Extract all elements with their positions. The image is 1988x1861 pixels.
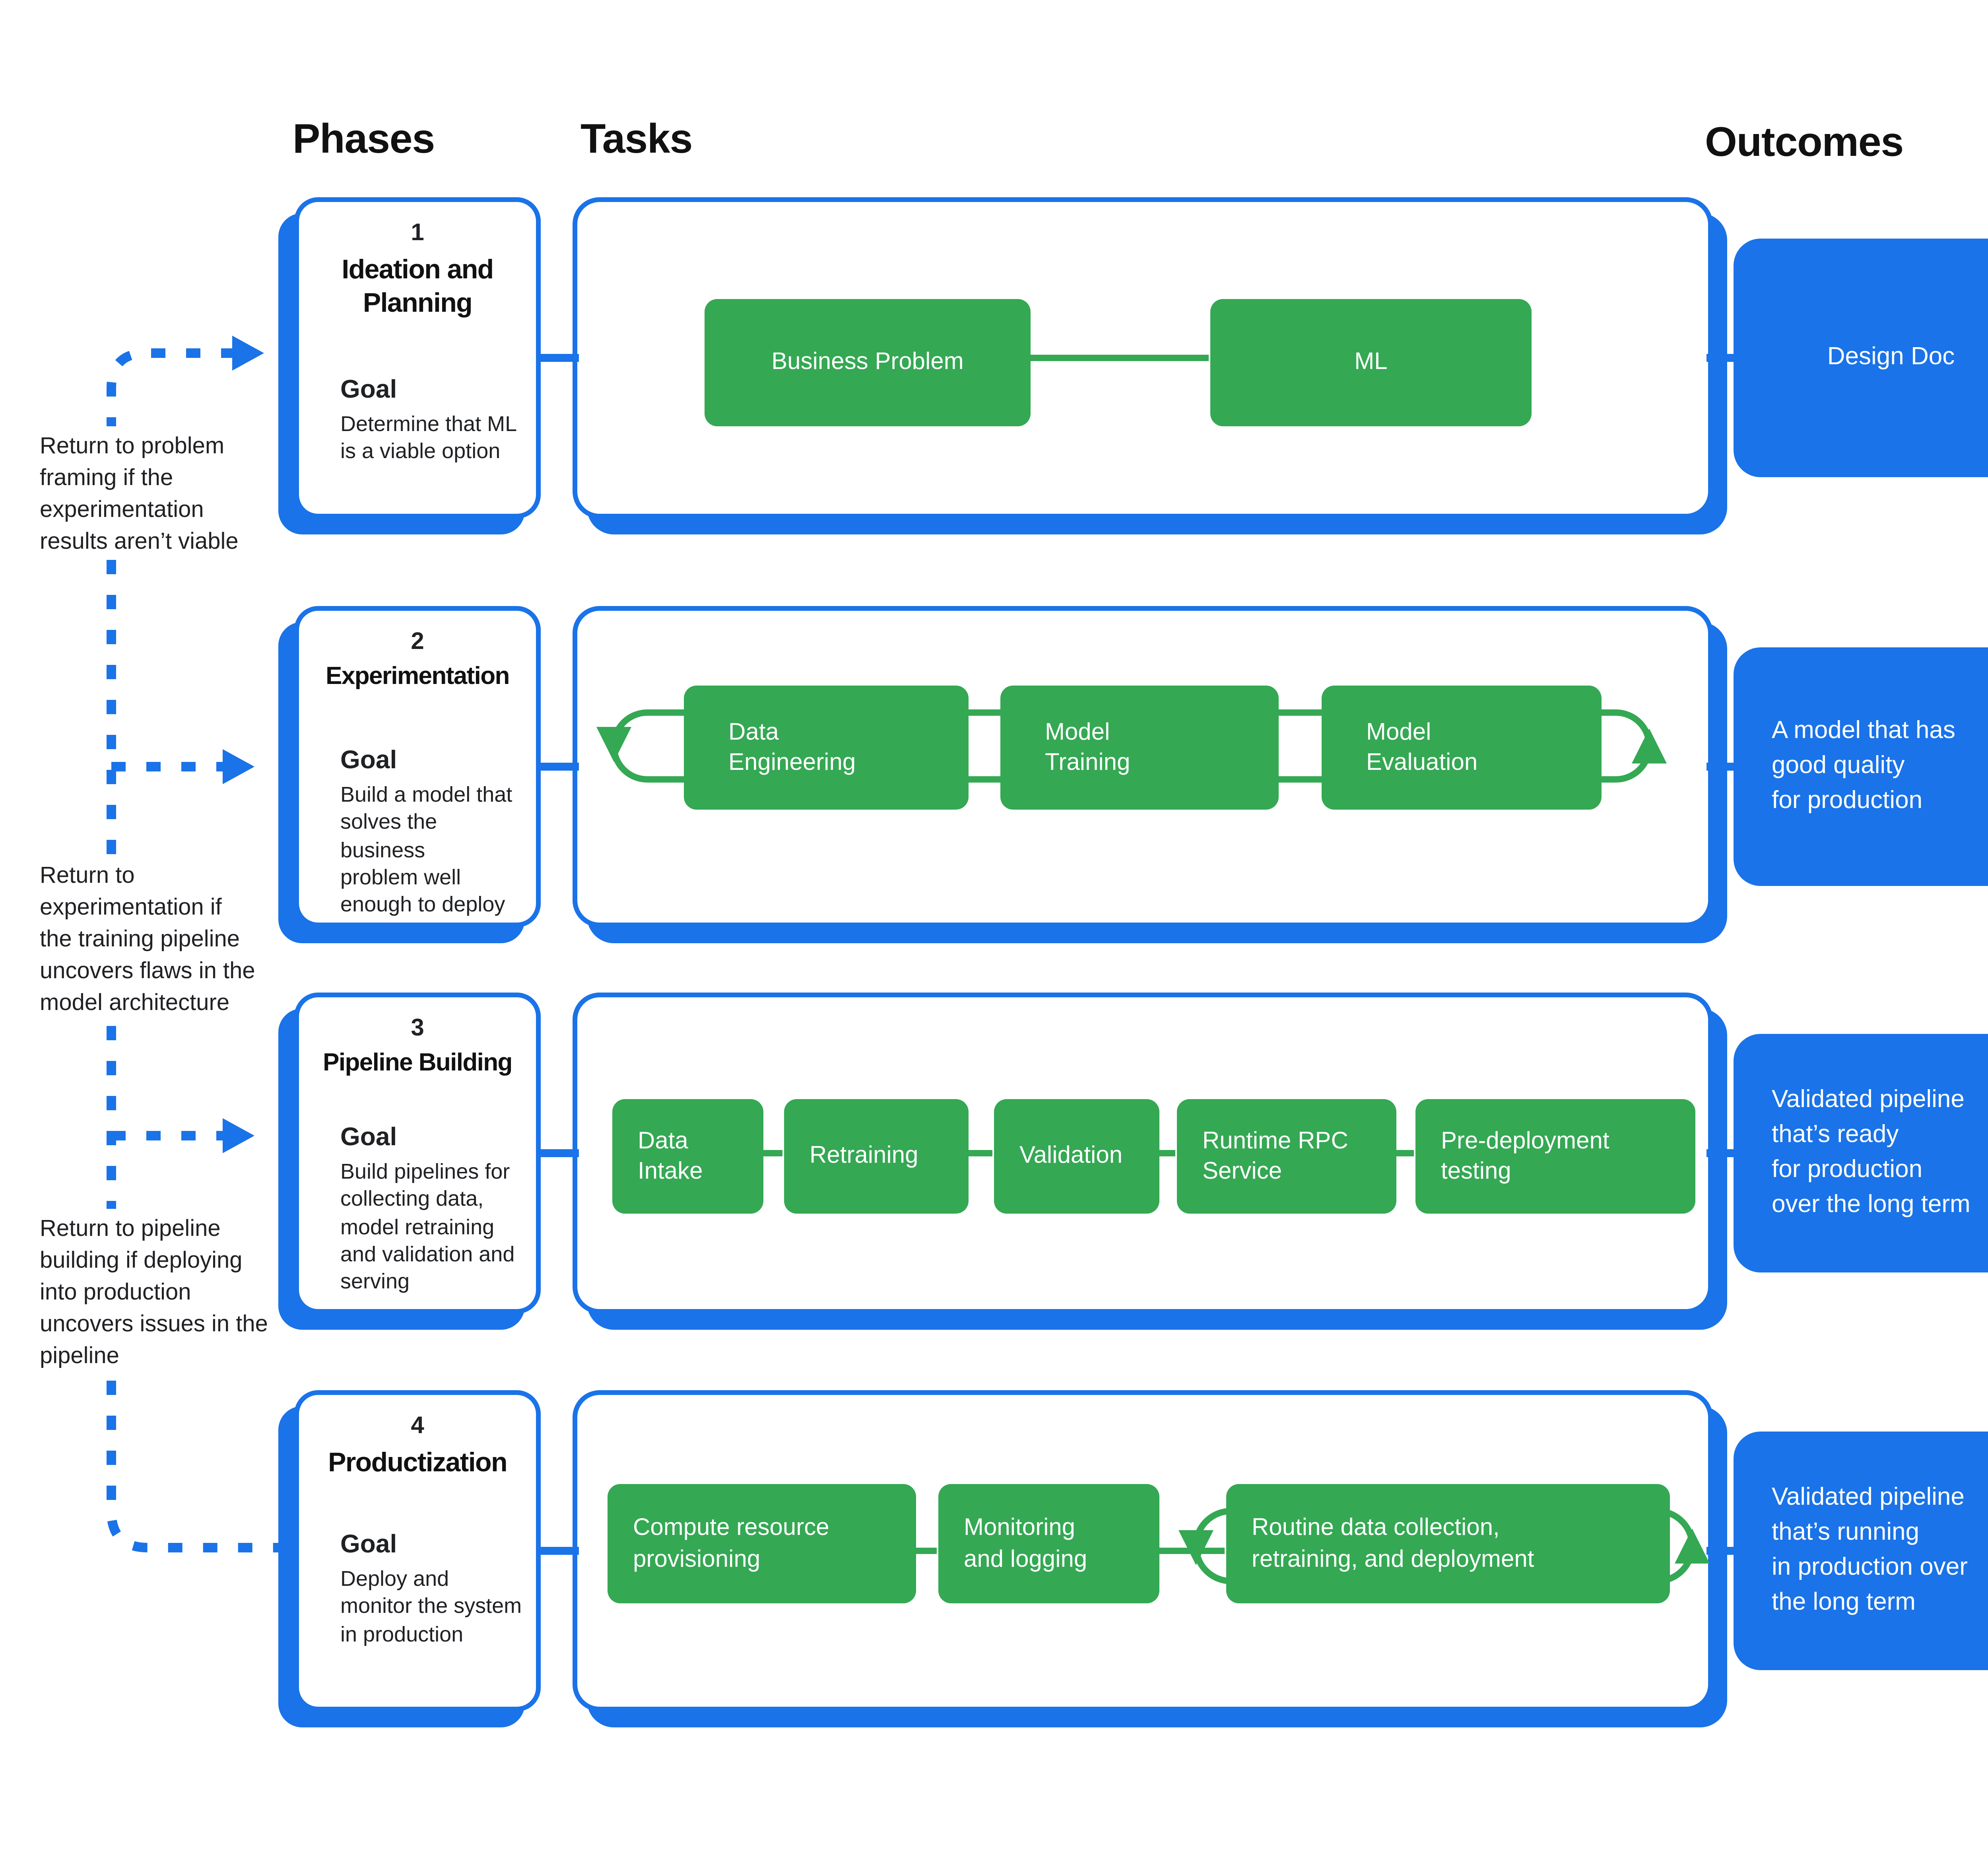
outcome-design-doc: Design Doc [1734, 239, 1988, 477]
goal-label: Goal [340, 748, 397, 775]
feedback-left-top [107, 348, 235, 426]
goal-label: Goal [340, 1125, 397, 1152]
task-label: Runtime RPC Service [1202, 1127, 1348, 1185]
task-model-evaluation: Model Evaluation [1322, 686, 1602, 810]
outcome-good-quality-model: A model that has good quality for produc… [1734, 647, 1988, 886]
tasks-panel-productization: Compute resource provisioning Monitoring… [573, 1390, 1713, 1711]
column-header-phases: Phases [293, 115, 435, 162]
task-label: Compute resource provisioning [633, 1514, 829, 1572]
task-label: Data Intake [638, 1127, 703, 1185]
goal-text: Build a model that solves the business p… [340, 783, 513, 917]
phase-card-productization: 4 Productization Goal Deploy and monitor… [294, 1390, 541, 1711]
task-ml: ML [1210, 299, 1532, 426]
tasks-panel-pipeline-building: Data Intake Retraining Validation Runtim… [573, 993, 1713, 1314]
task-data-intake: Data Intake [612, 1099, 763, 1214]
task-label: Routine data collection, retraining, and… [1252, 1514, 1534, 1572]
task-monitoring-and-logging: Monitoring and logging [938, 1484, 1159, 1603]
outcome-text: Validated pipeline that’s ready for prod… [1772, 1086, 1971, 1218]
task-label: Business Problem [771, 349, 964, 376]
feedback-left-bottom [107, 1381, 280, 1552]
row-connector-lines [528, 354, 1743, 1555]
goal-text: Determine that ML is a viable option [340, 412, 517, 464]
task-label: Retraining [810, 1142, 918, 1169]
goal-label: Goal [340, 1532, 397, 1559]
phase-number: 3 [411, 1015, 424, 1042]
goal-block: Goal Determine that ML is a viable optio… [340, 377, 523, 465]
task-connector-lines [759, 355, 1414, 1554]
phase-number: 2 [411, 628, 424, 655]
outcome-text: Design Doc [1827, 344, 1955, 371]
feedback-dashed-paths [107, 348, 280, 1552]
phase-number: 1 [411, 220, 424, 247]
column-header-outcomes: Outcomes [1705, 118, 1904, 165]
goal-text: Build pipelines for collecting data, mod… [340, 1160, 515, 1294]
task-data-engineering: Data Engineering [684, 686, 969, 810]
task-label: ML [1354, 349, 1388, 376]
goal-text: Deploy and monitor the system in product… [340, 1567, 522, 1646]
goal-label: Goal [340, 377, 397, 404]
task-business-problem: Business Problem [705, 299, 1031, 426]
task-retraining: Retraining [784, 1099, 969, 1214]
phase-title: Productization [328, 1447, 507, 1478]
phase-card-pipeline-building: 3 Pipeline Building Goal Build pipelines… [294, 993, 541, 1314]
outcome-validated-pipeline-ready: Validated pipeline that’s ready for prod… [1734, 1034, 1988, 1272]
task-label: Pre-deployment testing [1441, 1127, 1609, 1185]
task-routine-data-collection: Routine data collection, retraining, and… [1226, 1484, 1670, 1603]
task-compute-resource-provisioning: Compute resource provisioning [608, 1484, 916, 1603]
task-validation: Validation [994, 1099, 1159, 1214]
phase-title: Ideation and Planning [342, 254, 494, 318]
task-label: Model Evaluation [1366, 718, 1478, 776]
outcome-validated-pipeline-running: Validated pipeline that’s running in pro… [1734, 1432, 1988, 1670]
task-runtime-rpc-service: Runtime RPC Service [1177, 1099, 1396, 1214]
goal-block: Goal Deploy and monitor the system in pr… [340, 1532, 523, 1647]
arrowhead-right-icon [232, 336, 264, 371]
outcome-text: Validated pipeline that’s running in pro… [1772, 1484, 1968, 1616]
goal-block: Goal Build pipelines for collecting data… [340, 1125, 523, 1295]
task-pre-deployment-testing: Pre-deployment testing [1415, 1099, 1695, 1214]
goal-block: Goal Build a model that solves the busin… [340, 748, 523, 918]
arrowhead-right-icon [223, 1118, 254, 1153]
arrowhead-right-icon [223, 749, 254, 784]
task-label: Validation [1019, 1142, 1123, 1169]
tasks-panel-experimentation: Data Engineering Model Training Model Ev… [573, 606, 1713, 927]
phase-card-ideation: 1 Ideation and Planning Goal Determine t… [294, 197, 541, 519]
task-label: Data Engineering [728, 718, 856, 776]
phase-title: Experimentation [326, 663, 510, 690]
tasks-panel-ideation: Business Problem ML [573, 197, 1713, 519]
outcome-text: A model that has good quality for produc… [1772, 717, 1955, 814]
task-model-training: Model Training [1000, 686, 1279, 810]
task-label: Model Training [1045, 718, 1130, 776]
column-header-tasks: Tasks [580, 115, 693, 162]
annotation-return-to-experimentation: Return to experimentation if the trainin… [40, 864, 255, 1016]
phase-card-experimentation: 2 Experimentation Goal Build a model tha… [294, 606, 541, 927]
task-label: Monitoring and logging [964, 1514, 1087, 1572]
phase-number: 4 [411, 1412, 424, 1439]
annotation-return-to-pipeline-building: Return to pipeline building if deploying… [40, 1217, 268, 1370]
phase-title: Pipeline Building [323, 1050, 513, 1077]
annotation-return-to-problem-framing: Return to problem framing if the experim… [40, 434, 239, 555]
